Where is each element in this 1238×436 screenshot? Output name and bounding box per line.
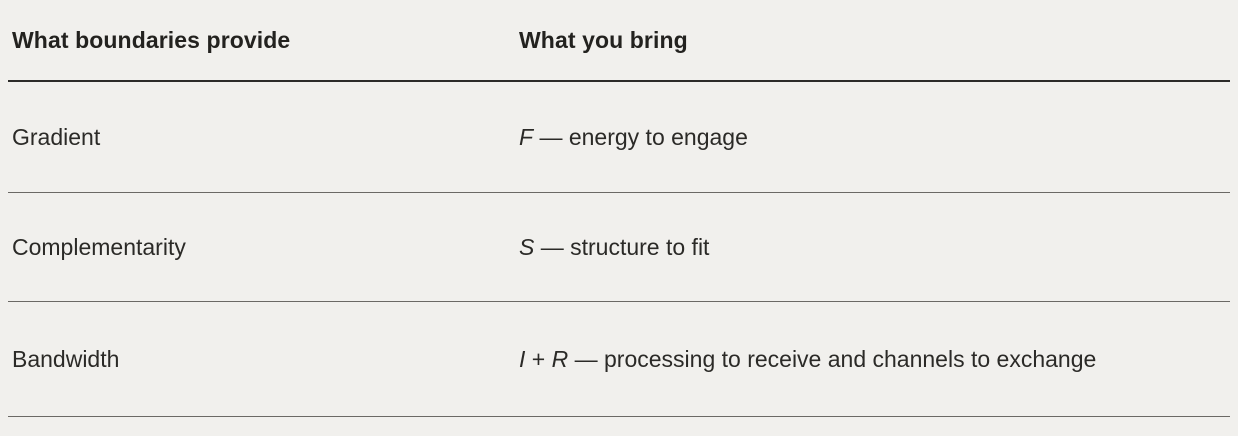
variable-symbol: S [519, 233, 535, 260]
column-header-boundaries-provide: What boundaries provide [8, 0, 515, 82]
variable-symbol: R [551, 345, 569, 372]
provide-cell: Bandwidth [8, 301, 515, 417]
bring-description: — structure to fit [534, 233, 710, 260]
provide-cell: Gradient [8, 81, 515, 193]
header-row: What boundaries provide What you bring [8, 0, 1230, 82]
table-row: Complementarity S — structure to fit [8, 192, 1230, 302]
provide-cell: Complementarity [8, 192, 515, 302]
boundaries-table: What boundaries provide What you bring G… [8, 0, 1230, 417]
bring-cell: I + R — processing to receive and channe… [515, 301, 1230, 417]
table-row: Bandwidth I + R — processing to receive … [8, 301, 1230, 417]
column-header-what-you-bring: What you bring [515, 0, 1230, 82]
variable-symbol: I [519, 345, 526, 372]
variable-joiner: + [525, 345, 552, 372]
bring-cell: S — structure to fit [515, 192, 1230, 302]
comparison-table: What boundaries provide What you bring G… [8, 0, 1230, 417]
bring-cell: F — energy to engage [515, 81, 1230, 193]
bring-description: — processing to receive and channels to … [568, 345, 1097, 372]
table-row: Gradient F — energy to engage [8, 81, 1230, 193]
bring-description: — energy to engage [533, 123, 748, 150]
variable-symbol: F [519, 123, 534, 150]
